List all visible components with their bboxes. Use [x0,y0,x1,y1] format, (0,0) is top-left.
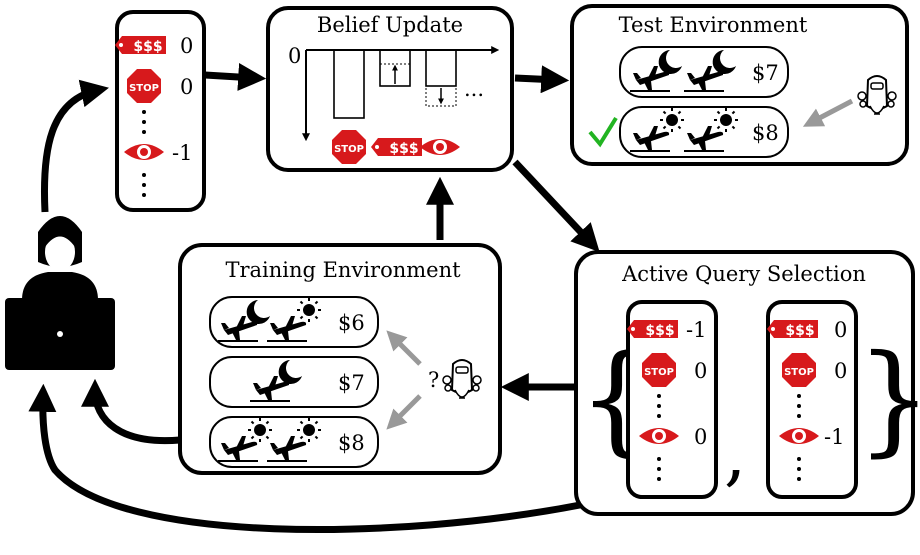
stop-sign-icon: STOP [782,353,816,387]
right-weight-stop: 0 [834,359,847,383]
training-option2-price: $7 [338,371,365,395]
training-environment-box: Training Environment $6 $7 $8 ? [178,243,502,475]
price-tag-icon: $$$ [767,320,818,339]
flow-arrows [28,63,600,534]
belief-bar-3 [425,49,457,87]
belief-bar-2 [379,49,411,87]
training-title: Training Environment [225,258,461,282]
right-weight-eye: -1 [824,425,844,449]
price-tag-icon: $$$ [627,320,678,339]
active-query-box: Active Query Selection { } , $$$ -1 STOP… [574,250,920,516]
stop-sign-icon: STOP [642,353,676,387]
user-laptop-icon [5,216,115,370]
arrow-active-to-user [28,383,581,534]
svg-text:STOP: STOP [129,83,159,94]
left-weight-price: -1 [686,318,706,342]
arrow-belief-to-test [514,65,570,94]
test-option2-price: $8 [752,121,779,145]
test-title: Test Environment [619,13,808,37]
weights-card: $$$ 0 STOP 0 -1 [115,10,206,212]
weight-stop: 0 [180,75,193,99]
vertical-dots [142,110,146,134]
svg-text:STOP: STOP [644,367,674,378]
training-option3-price: $8 [338,431,365,455]
weight-price: 0 [180,34,193,58]
right-brace: } [856,330,920,469]
question-mark: ? [428,368,439,392]
price-tag-icon: $$$ [115,36,166,55]
price-tag-icon: $$$ [371,138,422,157]
checkmark-icon [588,116,618,148]
arrow-belief-to-active [512,159,600,253]
belief-zero-label: 0 [288,44,301,68]
right-weight-price: 0 [834,318,847,342]
weight-eye: -1 [172,141,192,165]
test-environment-box: Test Environment $7 $8 [570,4,909,166]
left-weight-eye: 0 [694,425,707,449]
svg-text:$$$: $$$ [645,323,674,339]
svg-text:STOP: STOP [334,144,364,155]
belief-update-box: Belief Update 0 ... STOP $$$ [266,6,514,172]
svg-text:$$$: $$$ [133,39,162,55]
arrow-user-to-weights [41,79,109,213]
svg-text:$$$: $$$ [389,141,418,157]
active-title: Active Query Selection [621,262,866,286]
left-weight-stop: 0 [694,359,707,383]
belief-bar-1 [333,49,365,119]
arrow-weights-to-belief [204,63,267,91]
training-option1-price: $6 [338,311,365,335]
test-option1-price: $7 [752,61,779,85]
stop-sign-icon: STOP [127,69,161,103]
svg-text:STOP: STOP [784,367,814,378]
belief-title: Belief Update [317,13,463,37]
comma: , [724,413,746,495]
arrow-training-to-user [81,378,181,445]
stop-sign-icon: STOP [332,130,366,164]
belief-ellipsis: ... [464,77,484,101]
belief-chart [302,46,500,142]
svg-text:$$$: $$$ [785,323,814,339]
